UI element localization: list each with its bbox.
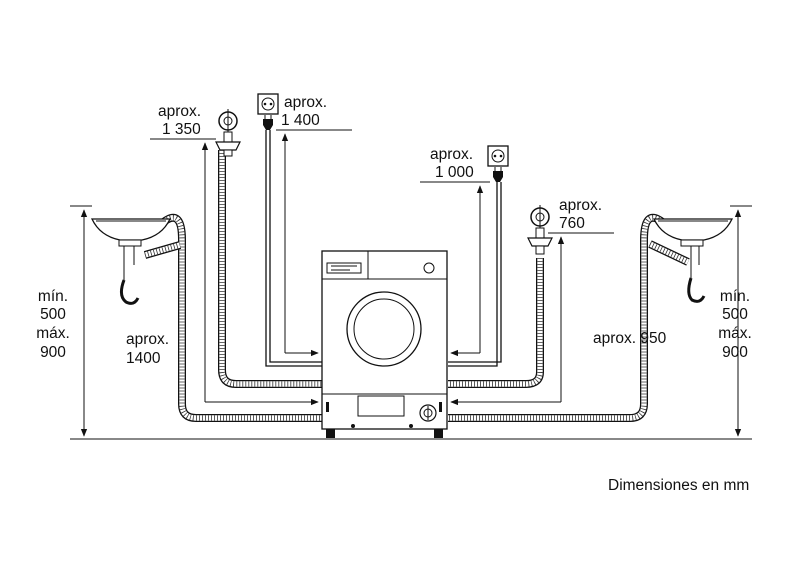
svg-text:mín.: mín. [720, 288, 750, 305]
label-drain-right: aprox. 950 [593, 330, 667, 347]
right-inlet-hose [448, 258, 544, 388]
left-power-socket-icon [257, 93, 279, 130]
left-drain-hose [157, 213, 322, 422]
svg-text:760: 760 [559, 215, 585, 232]
svg-text:500: 500 [40, 306, 66, 323]
right-power-socket-icon [487, 145, 509, 182]
svg-text:aprox.: aprox. [158, 103, 201, 120]
left-power-cable [265, 130, 322, 367]
label-tap-right: aprox. 760 [559, 197, 602, 232]
program-knob-icon [423, 262, 435, 274]
right-sink-icon [652, 218, 734, 303]
left-inlet-hose [218, 150, 322, 388]
footer-units-note: Dimensiones en mm [608, 477, 749, 494]
svg-text:1 350: 1 350 [162, 121, 201, 138]
right-power-cable [448, 182, 498, 367]
svg-text:aprox.: aprox. [126, 331, 169, 348]
svg-text:1 400: 1 400 [281, 112, 320, 129]
svg-text:aprox.: aprox. [284, 94, 327, 111]
foot-icon [326, 429, 335, 438]
label-socket-right: aprox. 1 000 [430, 146, 474, 181]
label-sink-left: mín. 500 máx. 900 [36, 288, 70, 361]
svg-text:mín.: mín. [38, 288, 68, 305]
svg-text:aprox.: aprox. [559, 197, 602, 214]
label-sink-right: mín. 500 máx. 900 [718, 288, 752, 361]
washing-machine [321, 250, 448, 438]
svg-text:500: 500 [722, 306, 748, 323]
right-water-tap-icon [527, 205, 553, 255]
left-water-tap-icon [215, 109, 241, 157]
svg-text:máx.: máx. [36, 325, 70, 342]
svg-text:900: 900 [722, 344, 748, 361]
svg-text:1 000: 1 000 [435, 164, 474, 181]
right-drain-hook [648, 240, 690, 266]
label-socket-left: aprox. 1 400 [281, 94, 327, 129]
svg-text:1400: 1400 [126, 350, 161, 367]
svg-text:máx.: máx. [718, 325, 752, 342]
svg-text:aprox.: aprox. [430, 146, 473, 163]
label-tap-left: aprox. 1 350 [158, 103, 201, 138]
label-drain-left: aprox. 1400 [126, 331, 169, 367]
right-drain-hose [448, 213, 669, 422]
svg-text:900: 900 [40, 344, 66, 361]
left-sink-icon [90, 218, 172, 305]
foot-icon [434, 429, 443, 438]
left-drain-hook [143, 241, 182, 259]
